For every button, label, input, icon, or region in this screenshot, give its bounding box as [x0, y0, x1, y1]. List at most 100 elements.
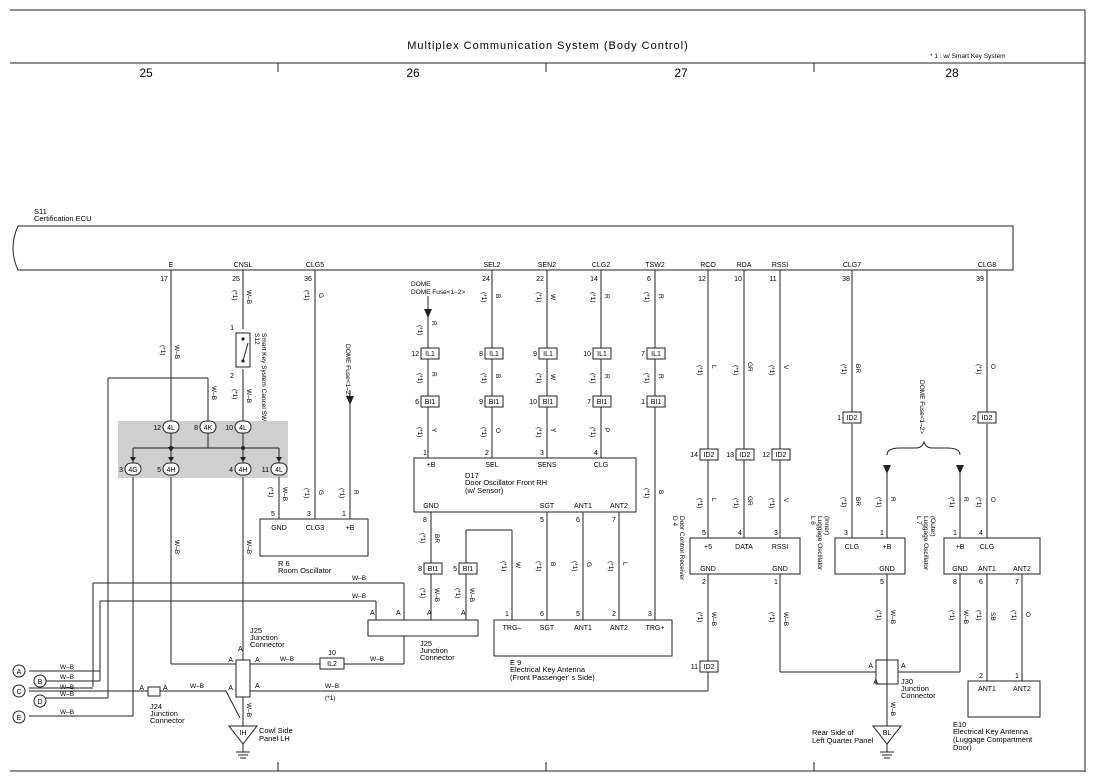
ground-bl: BL Rear Side of Left Quarter Panel — [812, 725, 903, 759]
pin-num: 4 — [979, 530, 983, 537]
svg-text:W–B: W–B — [60, 684, 74, 691]
pin-num: 3 — [774, 530, 778, 537]
pin-label: GND — [772, 566, 788, 573]
connector-label: ID2 — [704, 664, 715, 671]
ground-ih-label1: Cowl Side — [259, 726, 293, 735]
pin-num: 1 — [505, 611, 509, 618]
pin-num: 2 — [485, 450, 489, 457]
svg-text:O: O — [989, 364, 996, 369]
j30-code: J30 — [901, 677, 913, 686]
svg-text:Y: Y — [430, 428, 437, 433]
svg-text:A: A — [228, 657, 233, 664]
pin-label: CLG3 — [306, 525, 324, 532]
svg-text:(*1): (*1) — [535, 373, 542, 383]
svg-text:7: 7 — [641, 351, 645, 358]
svg-text:W–B: W–B — [325, 683, 339, 690]
ecu-pin-cnsl: CNSL 25 — [232, 262, 252, 283]
electrical-key-antenna-e9: TRG– SGT ANT1 ANT2 TRG+ 1 6 5 2 3 E 9 El… — [493, 611, 673, 682]
ecu-pin-num: 25 — [232, 276, 240, 283]
connector-4l-top-right: 4L 10 — [225, 420, 252, 434]
pin-num: 8 — [423, 517, 427, 524]
connector-bi1-lower: BI1 8 BI1 5 — [418, 562, 478, 575]
svg-text:6: 6 — [415, 399, 419, 406]
svg-text:O: O — [1024, 612, 1031, 617]
svg-text:(*1): (*1) — [768, 498, 775, 508]
pin-label: ANT2 — [610, 503, 628, 510]
pin-num: 6 — [979, 579, 983, 586]
e9-sub: (Front Passenger' s Side) — [510, 673, 595, 682]
svg-text:(*1): (*1) — [975, 610, 982, 620]
d4-code: D 4 — [671, 516, 678, 527]
j24-name2: Connector — [150, 716, 185, 725]
ecu-pin-clg5: CLG5 36 — [304, 262, 324, 283]
offpage-connectors: A B C D E — [12, 664, 47, 724]
j30-name2: Connector — [901, 691, 936, 700]
svg-text:W–B: W–B — [889, 702, 896, 716]
svg-text:(*1): (*1) — [975, 497, 982, 507]
ecu-pin-rda: RDA 10 — [734, 262, 752, 283]
svg-text:(*1): (*1) — [231, 290, 238, 300]
svg-text:R: R — [430, 321, 437, 326]
connector-label: BI1 — [463, 566, 474, 573]
svg-text:8: 8 — [418, 566, 422, 573]
svg-text:(*1): (*1) — [840, 364, 847, 374]
svg-text:(*1): (*1) — [535, 427, 542, 437]
svg-text:G: G — [585, 562, 592, 567]
junction-j30: A A A J30 Junction Connector — [868, 659, 936, 700]
j25-code-2: J25 — [420, 639, 432, 648]
svg-text:W–B: W–B — [245, 540, 252, 554]
offpage-b: B — [38, 679, 43, 686]
svg-text:IH: IH — [240, 730, 247, 737]
ecu-pin-name: CNSL — [234, 262, 253, 269]
ecu-pin-num: 10 — [734, 276, 742, 283]
svg-text:1: 1 — [641, 399, 645, 406]
svg-text:W–B: W–B — [60, 709, 74, 716]
svg-text:(*1): (*1) — [267, 487, 274, 497]
d17-name: Door Oscillator Front RH — [465, 478, 547, 487]
ecu-pin-name: CLG2 — [592, 262, 610, 269]
r6-name: Room Oscillator — [278, 566, 332, 575]
ecu-pin-name: E — [169, 262, 174, 269]
pin-num: 2 — [612, 611, 616, 618]
pin-label: CLG — [980, 544, 994, 551]
svg-text:(*1): (*1) — [325, 695, 335, 702]
ecu-pin-sel2: SEL2 24 — [482, 262, 501, 283]
connector-label: ID2 — [704, 452, 715, 459]
svg-text:W–B: W–B — [352, 575, 366, 582]
l7-name: Luggage Oscillator — [922, 516, 929, 571]
pin-label: ANT1 — [978, 566, 996, 573]
switch-name: Smart Key System Cancel SW — [260, 333, 267, 422]
svg-text:W–B: W–B — [370, 656, 384, 663]
connector-label: 4H — [167, 467, 176, 474]
svg-text:(*1): (*1) — [643, 292, 650, 302]
svg-text:Y: Y — [549, 428, 556, 433]
pin-label: CLG — [845, 544, 859, 551]
d17-sub: (w/ Sensor) — [465, 486, 504, 495]
svg-text:W–B: W–B — [60, 664, 74, 671]
connector-label: BI1 — [543, 399, 554, 406]
connector-4k: 4K 8 — [194, 420, 217, 434]
svg-text:(*1): (*1) — [338, 488, 345, 498]
pin-label: DATA — [735, 544, 753, 551]
connector-label: 4H — [239, 467, 248, 474]
pin-num: 5 — [271, 511, 275, 518]
ground-ih-label2: Panel LH — [259, 734, 290, 743]
e9-name: Electrical Key Antenna — [510, 665, 586, 674]
svg-text:W–B: W–B — [60, 674, 74, 681]
dome-fuse-label-right: DOME Fuse<1–2> — [918, 380, 925, 434]
svg-text:10: 10 — [583, 351, 591, 358]
ecu-pin-num: 17 — [160, 276, 168, 283]
j25-name2-2: Connector — [420, 653, 455, 662]
pin-label: +B — [956, 544, 965, 551]
j25-code: J25 — [250, 626, 262, 635]
svg-text:W–B: W–B — [962, 610, 969, 624]
svg-text:W–B: W–B — [281, 487, 288, 501]
svg-text:9: 9 — [533, 351, 537, 358]
pin-label: ANT2 — [610, 625, 628, 632]
j25-name1: Junction — [250, 633, 278, 642]
connector-label: IL2 — [327, 661, 337, 668]
pin-label: ANT1 — [978, 686, 996, 693]
svg-text:R: R — [962, 497, 969, 502]
connector-label: ID2 — [847, 415, 858, 422]
wire-color-labels: W–B (*1) W–B W–B (*1) W–B (*1) W–B W–B G… — [159, 290, 1031, 717]
